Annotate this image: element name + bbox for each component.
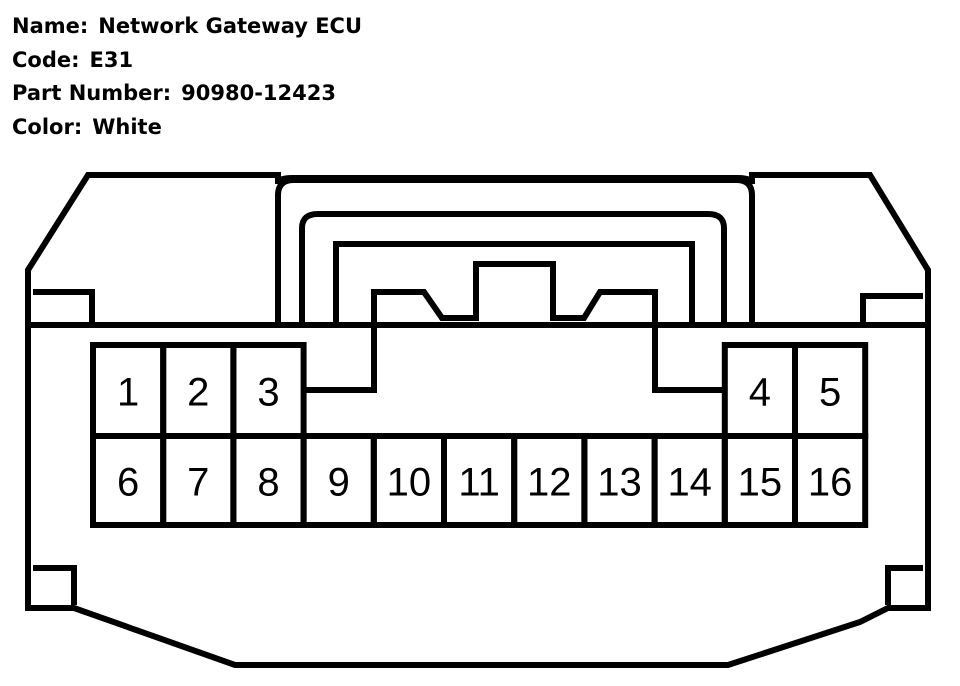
- name-value: Network Gateway ECU: [98, 14, 363, 38]
- connector-info: Name: Network Gateway ECU Code: E31 Part N…: [12, 10, 362, 144]
- code-value: E31: [89, 47, 134, 72]
- color-value: White: [92, 114, 162, 139]
- color-row: Color: White: [12, 111, 362, 145]
- pin-cavity-16: [792, 433, 869, 528]
- pin-label-12: 12: [527, 461, 572, 505]
- pin-label-3: 3: [257, 371, 279, 415]
- pin-label-2: 2: [187, 371, 209, 415]
- pin-label-5: 5: [819, 371, 841, 415]
- pin-label-16: 16: [808, 461, 853, 505]
- part-number-row: Part Number: 90980-12423: [12, 77, 362, 111]
- pin-label-6: 6: [117, 461, 139, 505]
- tab-left: [33, 565, 77, 605]
- shoulder-left: [33, 289, 95, 325]
- color-label: Color:: [12, 114, 83, 139]
- pin-label-4: 4: [749, 371, 771, 415]
- pin-label-11: 11: [458, 461, 500, 505]
- lock-hood: [275, 177, 755, 322]
- tab-right: [885, 565, 923, 605]
- shoulder-right: [860, 293, 923, 325]
- code-row: Code: E31: [12, 44, 362, 78]
- pin-label-10: 10: [387, 461, 432, 505]
- code-label: Code:: [12, 47, 80, 72]
- pin-label-8: 8: [257, 461, 279, 505]
- pin-label-9: 9: [328, 461, 350, 505]
- name-label: Name:: [12, 14, 89, 38]
- pin-label-15: 15: [738, 461, 783, 505]
- name-row: Name: Network Gateway ECU: [12, 10, 362, 44]
- part-number-label: Part Number:: [12, 81, 172, 105]
- pin-label-7: 7: [187, 461, 209, 505]
- lock-slot: [333, 241, 695, 322]
- pin-label-14: 14: [667, 461, 712, 505]
- part-number-value: 90980-12423: [181, 81, 336, 105]
- lock-inner-frame: [299, 211, 727, 322]
- center-key: [305, 261, 725, 393]
- pin-label-1: 1: [117, 371, 139, 415]
- pin-label-13: 13: [597, 461, 642, 505]
